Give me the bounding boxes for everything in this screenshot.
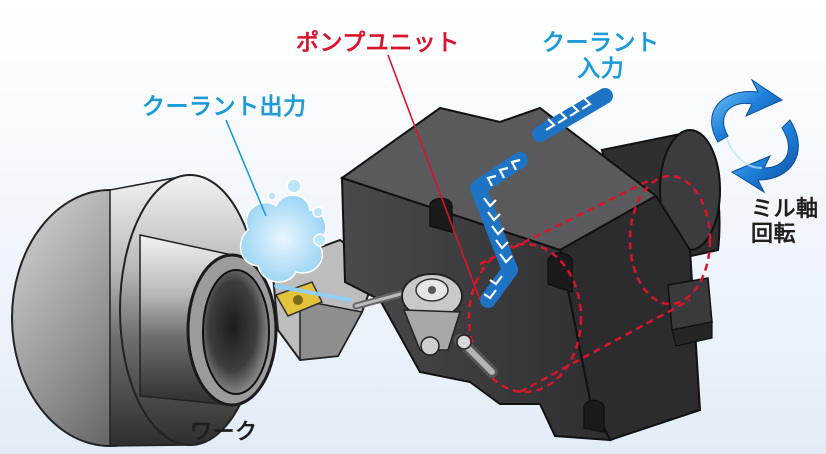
- spindle-housing: [339, 106, 721, 442]
- pump-unit-outline: [467, 174, 712, 394]
- mill-axis-line2: 回転: [751, 222, 797, 248]
- coolant-input-label: クーラント 入力: [542, 30, 660, 83]
- coolant-nozzle: [352, 273, 498, 378]
- coolant-input-line2: 入力: [577, 56, 625, 83]
- pump-unit-label: ポンプユニット: [296, 30, 460, 56]
- workpiece-label: ワーク: [190, 420, 258, 445]
- rotation-arrows-icon: [711, 78, 799, 194]
- coolant-input-line1: クーラント: [542, 30, 660, 56]
- coolant-output-label: クーラント出力: [142, 94, 307, 120]
- mill-axis-line1: ミル軸: [751, 197, 819, 222]
- mill-axis-rotation-label: ミル軸 回転: [751, 197, 819, 248]
- leader-lines: [225, 54, 481, 301]
- workpiece-part: [11, 174, 278, 447]
- coolant-channel: [470, 88, 613, 308]
- coolant-splash: [239, 178, 352, 302]
